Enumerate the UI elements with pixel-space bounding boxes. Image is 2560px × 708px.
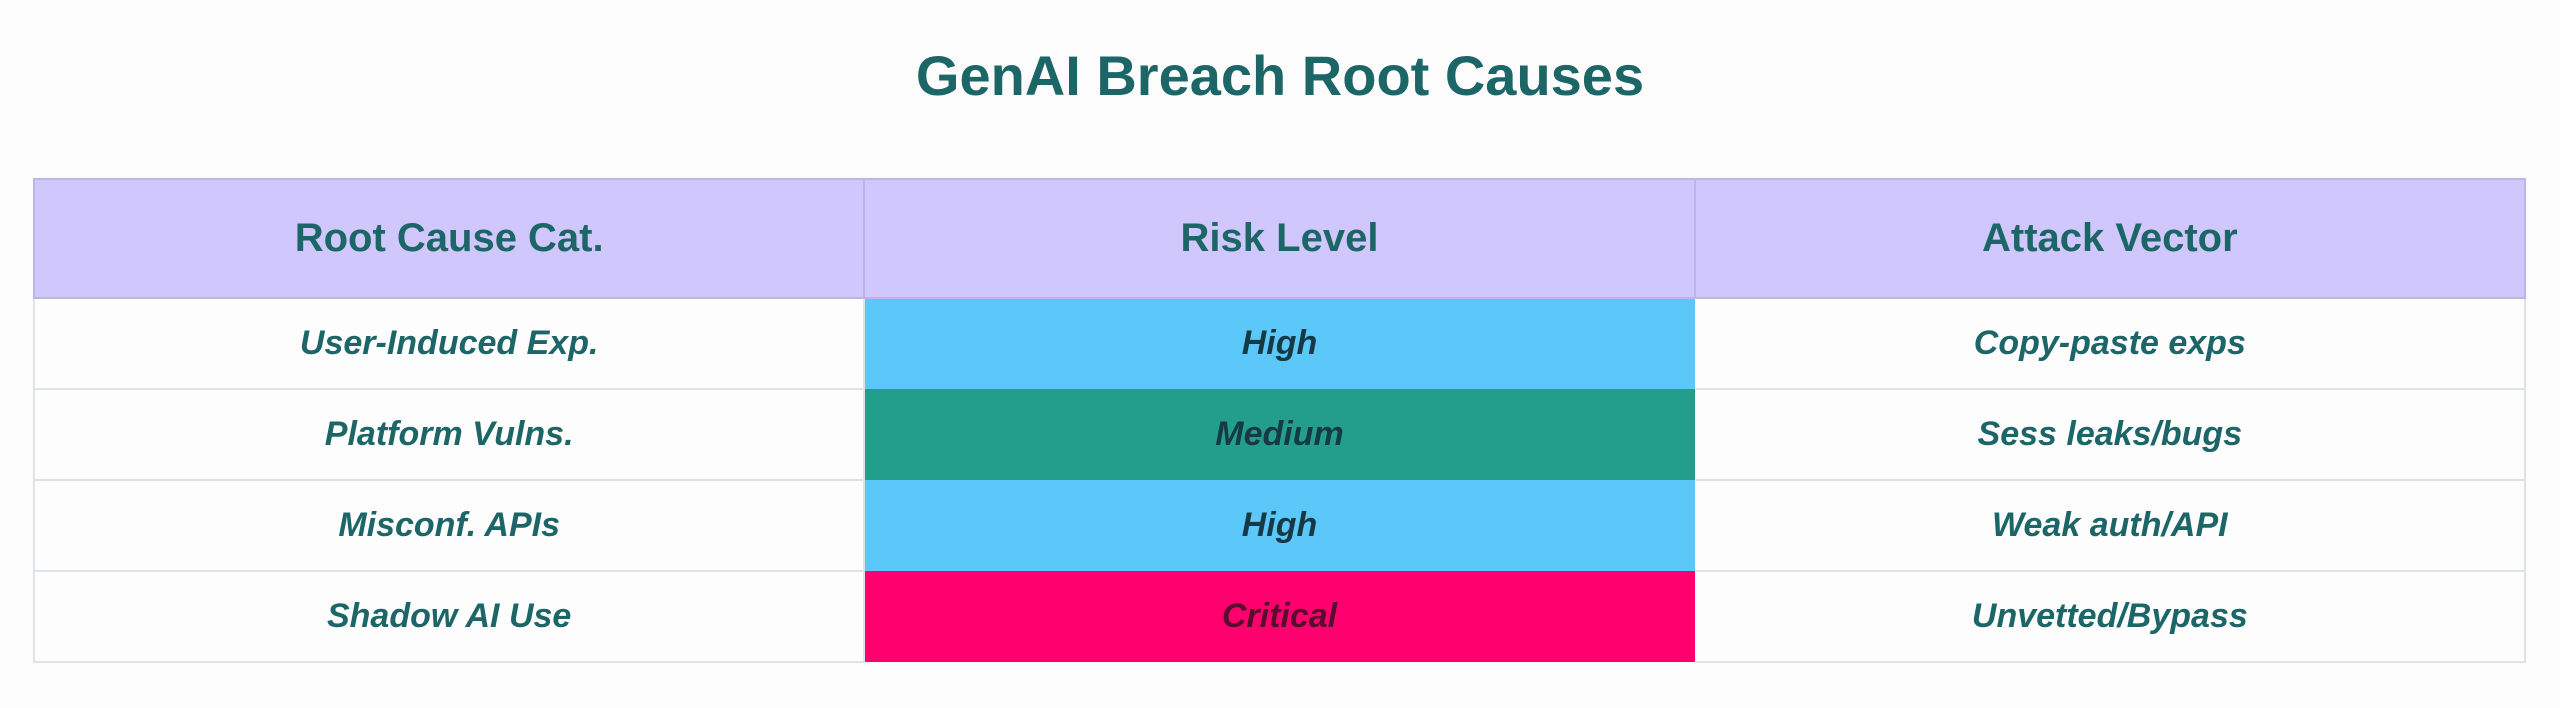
risk-level-cell: High [864, 298, 1695, 389]
attack-vector-cell: Copy-paste exps [1693, 297, 2527, 390]
attack-vector-cell: Sess leaks/bugs [1693, 388, 2527, 481]
root-cause-cell: Shadow AI Use [32, 570, 866, 663]
root-cause-table: Root Cause Cat. Risk Level Attack Vector… [32, 178, 2527, 663]
risk-level-cell: Medium [864, 389, 1695, 480]
risk-level-cell: Critical [864, 571, 1695, 662]
root-cause-cell: Misconf. APIs [32, 479, 866, 572]
table-row: Shadow AI Use Critical Unvetted/Bypass [32, 570, 2527, 663]
table-header-row: Root Cause Cat. Risk Level Attack Vector [32, 178, 2527, 299]
table-row: Platform Vulns. Medium Sess leaks/bugs [32, 388, 2527, 481]
table-row: User-Induced Exp. High Copy-paste exps [32, 297, 2527, 390]
attack-vector-cell: Weak auth/API [1693, 479, 2527, 572]
risk-level-cell: High [864, 480, 1695, 571]
attack-vector-cell: Unvetted/Bypass [1693, 570, 2527, 663]
chart-title: GenAI Breach Root Causes [915, 44, 1645, 107]
root-cause-cell: User-Induced Exp. [32, 297, 866, 390]
column-header-attack-vector: Attack Vector [1693, 178, 2527, 299]
table-row: Misconf. APIs High Weak auth/API [32, 479, 2527, 572]
column-header-root-cause: Root Cause Cat. [32, 178, 866, 299]
root-cause-cell: Platform Vulns. [32, 388, 866, 481]
column-header-risk-level: Risk Level [863, 178, 1696, 299]
